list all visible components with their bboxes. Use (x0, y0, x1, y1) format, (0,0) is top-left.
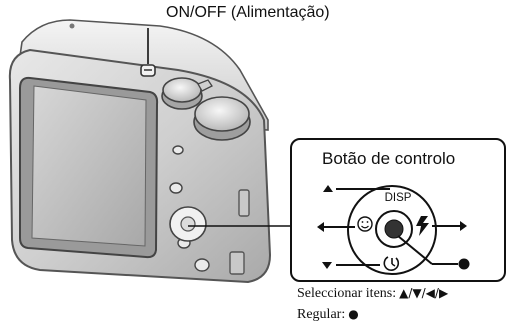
mode-dial[interactable] (193, 96, 251, 141)
top-hole-icon (69, 23, 75, 29)
back-buttons (169, 145, 210, 272)
zoom-lever[interactable] (197, 79, 213, 92)
help-small-button[interactable] (194, 258, 210, 272)
control-button-callout: DISP (290, 138, 506, 282)
arrow-glyphs: ▲/▼/◀/▶ (399, 286, 449, 300)
side-port (229, 189, 250, 275)
up-button-indicator[interactable] (323, 185, 390, 192)
triangle-right-icon (460, 221, 467, 231)
flash-bolt-icon (416, 216, 429, 236)
playback-small-button[interactable] (172, 145, 184, 155)
right-button-indicator[interactable] (416, 216, 467, 236)
select-items-label: Seleccionar itens: (297, 286, 397, 301)
set-caption: Regular:● (297, 307, 359, 323)
menu-small-button[interactable] (169, 182, 183, 194)
triangle-down-icon (322, 262, 332, 269)
shutter-button[interactable] (161, 77, 203, 110)
set-button-indicator[interactable] (397, 235, 470, 270)
select-items-caption: Seleccionar itens:▲/▼/◀/▶ (297, 286, 448, 302)
center-set-button-core (384, 219, 404, 239)
camera-control-wheel[interactable] (169, 206, 207, 242)
set-label: Regular: (297, 307, 346, 322)
down-button-indicator[interactable] (322, 256, 400, 271)
smile-face-icon (357, 216, 373, 232)
filled-dot-icon (458, 258, 470, 270)
disp-label: DISP (385, 192, 412, 204)
on-off-button[interactable] (140, 64, 156, 77)
left-button-indicator[interactable] (317, 216, 373, 232)
control-button-title: Botão de controlo (322, 149, 456, 168)
filled-dot-glyph: ● (348, 307, 359, 321)
triangle-left-icon (317, 222, 324, 232)
on-off-label: ON/OFF (Alimentação) (166, 4, 330, 21)
triangle-up-icon (323, 185, 333, 192)
self-timer-icon (383, 256, 400, 271)
lcd-screen (19, 76, 159, 259)
